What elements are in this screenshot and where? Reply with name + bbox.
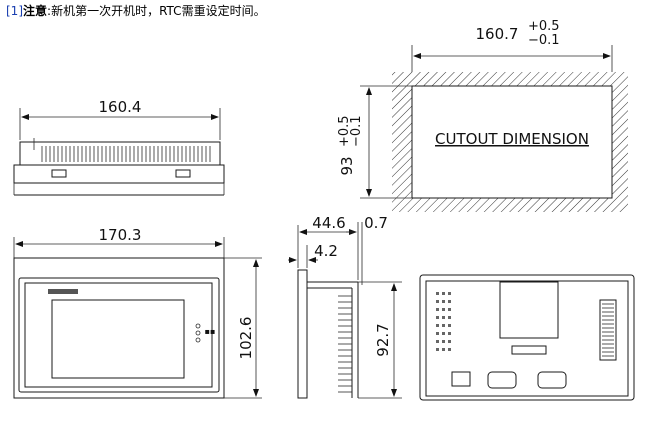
cutout-height-dim: 93 xyxy=(338,156,356,175)
cutout-opening xyxy=(411,85,613,199)
cutout-width-minus: −0.1 xyxy=(528,33,560,48)
side-height-dim: 92.7 xyxy=(374,323,392,356)
cutout-view: 160.7 +0.5 −0.1 CUTOUT DIMENSION 93 +0.5… xyxy=(337,19,628,212)
note-text2: 需重设定时间。 xyxy=(181,4,266,18)
cutout-width-plus: +0.5 xyxy=(528,19,560,34)
side-view: 44.6 4.2 0.7 92.7 xyxy=(288,214,402,399)
depth-dim: 44.6 xyxy=(312,214,345,232)
cutout-height-minus: −0.1 xyxy=(349,115,364,147)
note-colon: : xyxy=(47,4,52,18)
notice-text: [1]注意:新机第一次开机时，RTC需重设定时间。 xyxy=(6,2,266,19)
front-width-dim: 170.3 xyxy=(99,226,142,244)
bezel-dim: 0.7 xyxy=(364,214,388,232)
offset-dim: 4.2 xyxy=(314,242,338,260)
front-logo xyxy=(48,289,78,294)
note-rtc: RTC xyxy=(159,4,182,18)
front-height-dim: 102.6 xyxy=(237,317,255,360)
rear-view xyxy=(419,274,635,401)
top-view: 160.4 xyxy=(13,98,225,196)
note-label: 注意 xyxy=(23,4,48,18)
note-ref-link[interactable]: [1] xyxy=(6,4,23,18)
front-view: 170.3 ▪▪ 102.6 xyxy=(13,226,262,399)
cutout-width-dim: 160.7 xyxy=(476,25,519,43)
status-led-icon: ▪▪ xyxy=(205,327,216,336)
cutout-label: CUTOUT DIMENSION xyxy=(435,130,589,148)
cutout-height-plus: +0.5 xyxy=(337,115,352,147)
note-text: 新机第一次开机时， xyxy=(51,4,160,18)
top-width-dim: 160.4 xyxy=(99,98,142,116)
